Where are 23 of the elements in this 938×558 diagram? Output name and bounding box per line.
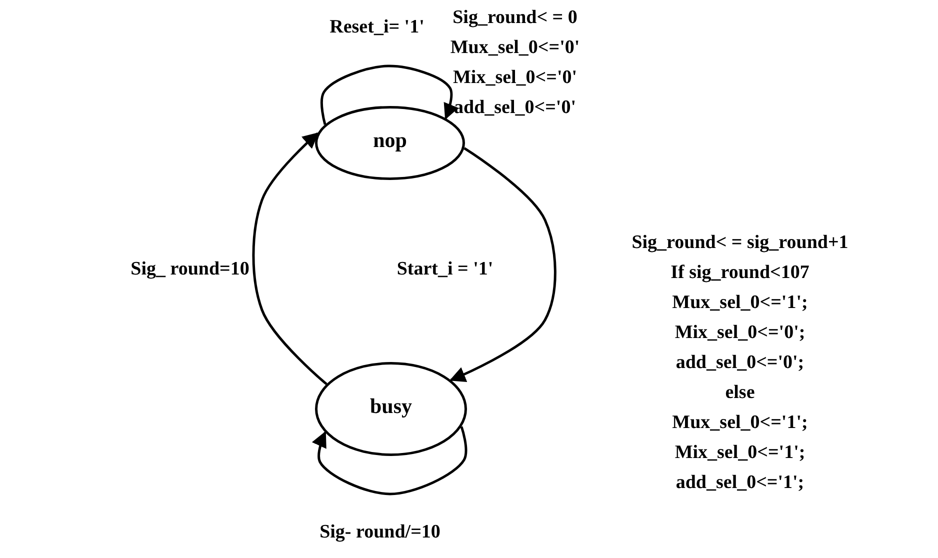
state-name: busy [370, 394, 412, 420]
action-text: Mix_sel_0<='0'; [674, 321, 806, 345]
action-text: If sig_round<107 [670, 261, 810, 285]
transition-arrow [320, 64, 458, 125]
action-text: Sig_round< = sig_round+1 [630, 231, 850, 255]
transition-arrow [252, 132, 328, 386]
transition-condition: Sig- round/=10 [320, 522, 440, 544]
transition-condition: Sig_ round=10 [130, 260, 250, 280]
action-text: Mix_sel_0<='0' [452, 66, 578, 90]
action-text: else [724, 381, 756, 405]
transition-condition: Reset_i= '1' [330, 18, 424, 38]
transition-condition: Start_i = '1' [396, 260, 494, 280]
state-ellipse [315, 362, 467, 456]
state-name: nop [373, 128, 407, 154]
action-text: Mux_sel_0<='0' [449, 36, 581, 60]
action-text: add_sel_0<='0' [453, 96, 577, 120]
action-text: add_sel_0<='1'; [674, 471, 806, 495]
transition-arrow [312, 426, 468, 496]
action-text: add_sel_0<='0'; [674, 351, 806, 375]
action-text: Mix_sel_0<='1'; [674, 441, 806, 465]
action-text: Mux_sel_0<='1'; [671, 411, 809, 435]
action-text: Mux_sel_0<='1'; [671, 291, 809, 315]
transition-arrow [449, 147, 556, 382]
